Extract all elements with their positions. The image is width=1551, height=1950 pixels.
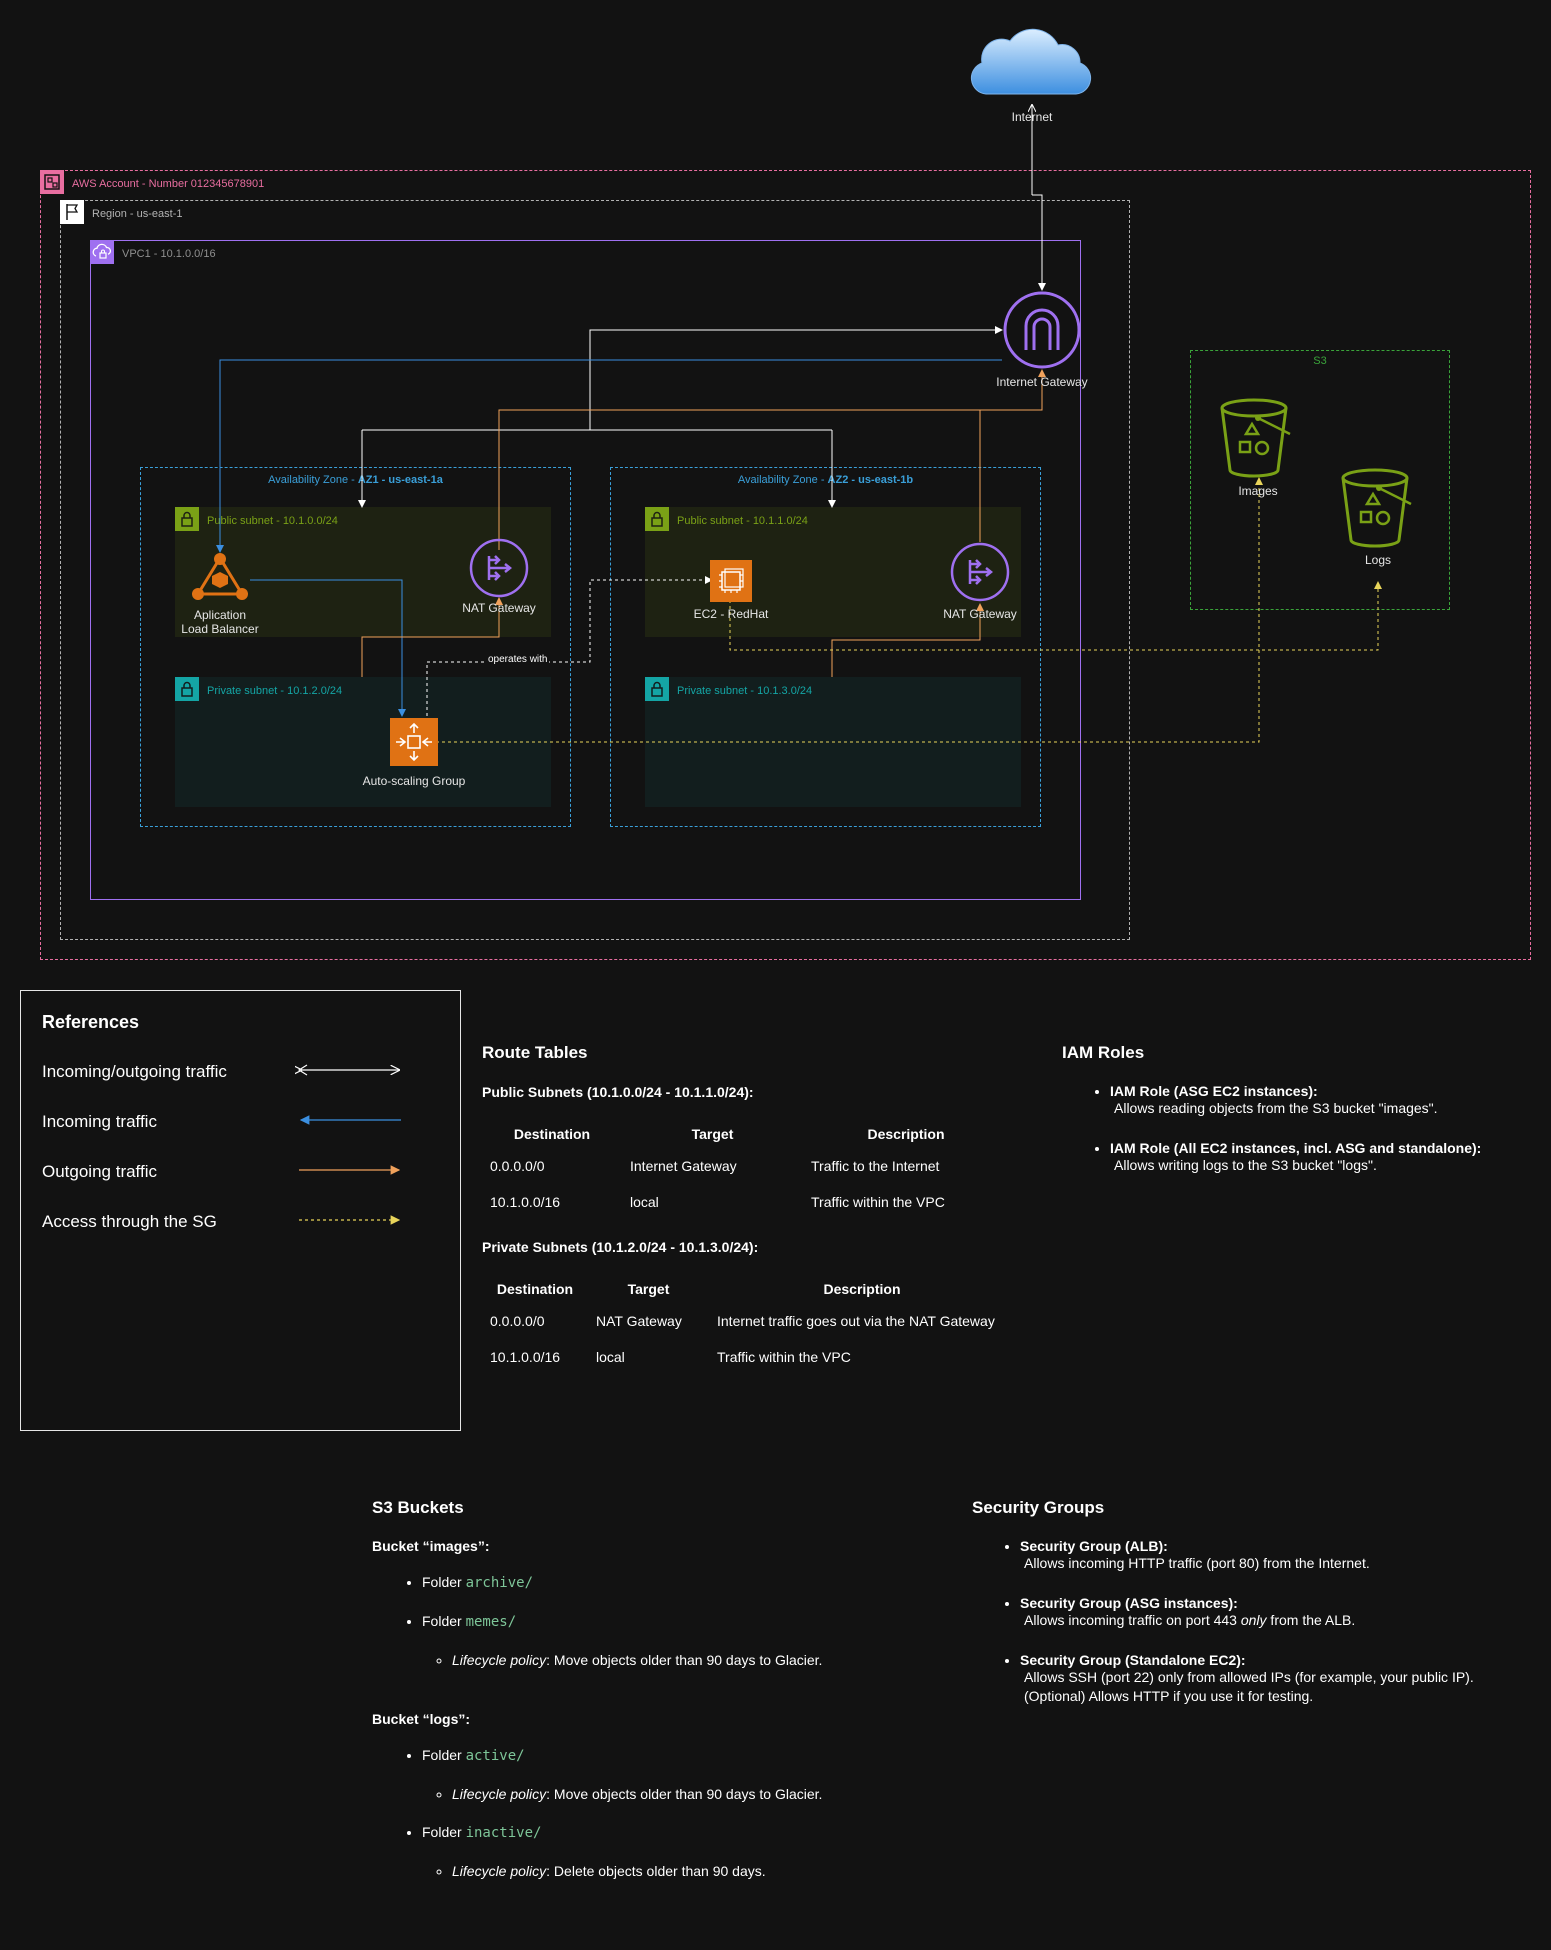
bucket-images-title: Bucket “images”: bbox=[372, 1538, 490, 1554]
az1-label: Availability Zone - AZ1 - us-east-1a bbox=[268, 474, 443, 486]
ec2-instance-icon[interactable] bbox=[710, 560, 752, 602]
s3-group-label: S3 bbox=[1313, 355, 1327, 367]
aws-account-icon bbox=[40, 170, 64, 194]
column-header: Destination bbox=[496, 1281, 574, 1297]
column-header: Description bbox=[823, 1281, 901, 1297]
nat-gateway-2-label: NAT Gateway bbox=[943, 607, 1017, 621]
public-route-table: Destination Target Description 0.0.0.0/0… bbox=[482, 1126, 1009, 1230]
az2-label: Availability Zone - AZ2 - us-east-1b bbox=[737, 474, 914, 486]
legend-item-sg-access: Access through the SG bbox=[42, 1212, 217, 1231]
private-subnet-2-label: Private subnet - 10.1.3.0/24 bbox=[677, 685, 813, 697]
iam-roles-title: IAM Roles bbox=[1062, 1043, 1145, 1062]
security-groups-list: Security Group (ALB):Allows incoming HTT… bbox=[1000, 1538, 1551, 1728]
availability-zone-2 bbox=[610, 467, 1041, 827]
connectors bbox=[216, 0, 1382, 743]
load-balancer-icon[interactable] bbox=[190, 552, 250, 604]
vpc-label: VPC1 - 10.1.0.0/16 bbox=[122, 248, 216, 260]
public-subnet-1-label: Public subnet - 10.1.0.0/24 bbox=[207, 515, 338, 527]
lock-icon bbox=[645, 507, 669, 531]
bucket-logs-label: Logs bbox=[1364, 553, 1392, 567]
table-row: 0.0.0.0/0 NAT Gateway Internet traffic g… bbox=[490, 1313, 995, 1329]
private-subnet-1 bbox=[175, 677, 551, 807]
legend-item-outgoing: Outgoing traffic bbox=[42, 1162, 157, 1181]
list-item: Folder active/ Lifecycle policy: Move ob… bbox=[422, 1747, 982, 1802]
list-item: Folder inactive/ Lifecycle policy: Delet… bbox=[422, 1824, 982, 1879]
internet-label: Internet bbox=[1011, 110, 1053, 124]
auto-scaling-icon[interactable] bbox=[390, 718, 438, 766]
column-header: Target bbox=[627, 1281, 670, 1297]
column-header: Target bbox=[691, 1126, 734, 1142]
incoming-link bbox=[216, 359, 1002, 553]
list-item: Security Group (Standalone EC2):Allows S… bbox=[1020, 1652, 1551, 1706]
internet-gateway-icon[interactable] bbox=[1002, 290, 1082, 370]
public-subnet-2-label: Public subnet - 10.1.1.0/24 bbox=[677, 515, 808, 527]
security-groups-title: Security Groups bbox=[972, 1498, 1105, 1517]
nat-gateway-icon[interactable] bbox=[469, 538, 529, 598]
operates-with-label: operates with bbox=[486, 654, 550, 665]
list-item: Security Group (ASG instances):Allows in… bbox=[1020, 1595, 1551, 1630]
bucket-logs-folders: Folder active/ Lifecycle policy: Move ob… bbox=[402, 1747, 982, 1879]
aws-account-label: AWS Account - Number 012345678901 bbox=[72, 178, 265, 190]
availability-zone-1 bbox=[140, 467, 571, 827]
list-item: Folder archive/ bbox=[422, 1574, 982, 1591]
s3-bucket-icon[interactable] bbox=[1218, 398, 1294, 480]
s3-group bbox=[1190, 350, 1450, 610]
ec2-label: EC2 - RedHat bbox=[693, 607, 769, 621]
column-header: Destination bbox=[513, 1126, 591, 1142]
list-item: Security Group (ALB):Allows incoming HTT… bbox=[1020, 1538, 1551, 1573]
iam-roles-list: IAM Role (ASG EC2 instances):Allows read… bbox=[1090, 1083, 1551, 1197]
column-header: Description bbox=[867, 1126, 945, 1142]
auto-scaling-label: Auto-scaling Group bbox=[362, 774, 466, 788]
internet-igw-link bbox=[1032, 194, 1046, 291]
outgoing-link bbox=[361, 597, 503, 677]
list-item: Lifecycle policy: Move objects older tha… bbox=[452, 1786, 982, 1802]
route-tables-title: Route Tables bbox=[482, 1043, 588, 1062]
legend-item-incoming-outgoing: Incoming/outgoing traffic bbox=[42, 1062, 227, 1081]
outgoing-link bbox=[831, 603, 984, 677]
sg-access-link bbox=[426, 576, 713, 716]
bucket-logs-title: Bucket “logs”: bbox=[372, 1711, 471, 1727]
list-item: Folder memes/ Lifecycle policy: Move obj… bbox=[422, 1613, 982, 1668]
table-row: 10.1.0.0/16 local Traffic within the VPC bbox=[490, 1194, 945, 1210]
igw-az-link bbox=[589, 326, 1003, 430]
region-group bbox=[60, 200, 1130, 940]
bucket-images-label: Images bbox=[1238, 484, 1278, 498]
incoming-link bbox=[250, 579, 406, 717]
lock-icon bbox=[175, 507, 199, 531]
legend-arrows bbox=[295, 1064, 401, 1225]
list-item: Lifecycle policy: Move objects older tha… bbox=[452, 1652, 982, 1668]
lock-icon bbox=[175, 677, 199, 701]
list-item: IAM Role (ASG EC2 instances):Allows read… bbox=[1110, 1083, 1551, 1118]
private-route-table-title: Private Subnets (10.1.2.0/24 - 10.1.3.0/… bbox=[482, 1239, 759, 1255]
table-row: 0.0.0.0/0 Internet Gateway Traffic to th… bbox=[490, 1158, 940, 1174]
s3-buckets-title: S3 Buckets bbox=[372, 1498, 464, 1517]
nat-gateway-1-label: NAT Gateway bbox=[462, 601, 536, 615]
private-route-table: Destination Target Description 0.0.0.0/0… bbox=[482, 1281, 1015, 1385]
lock-icon bbox=[645, 677, 669, 701]
region-label: Region - us-east-1 bbox=[92, 208, 183, 220]
flag-icon bbox=[60, 200, 84, 224]
vpc-group bbox=[90, 240, 1081, 900]
private-subnet-1-label: Private subnet - 10.1.2.0/24 bbox=[207, 685, 343, 697]
internet-cloud-icon bbox=[966, 18, 1096, 100]
legend-item-incoming: Incoming traffic bbox=[42, 1112, 157, 1131]
table-row: 10.1.0.0/16 local Traffic within the VPC bbox=[490, 1349, 851, 1365]
sg-access-link bbox=[436, 477, 1263, 743]
aws-account-group bbox=[40, 170, 1531, 960]
legend-title: References bbox=[42, 1012, 140, 1032]
sg-access-link bbox=[729, 581, 1382, 651]
vpc-icon bbox=[90, 240, 114, 264]
list-item: Lifecycle policy: Delete objects older t… bbox=[452, 1863, 982, 1879]
list-item: IAM Role (All EC2 instances, incl. ASG a… bbox=[1110, 1140, 1551, 1175]
public-route-table-title: Public Subnets (10.1.0.0/24 - 10.1.1.0/2… bbox=[482, 1084, 754, 1100]
outgoing-link bbox=[498, 369, 1046, 550]
nat-gateway-icon[interactable] bbox=[950, 542, 1010, 602]
internet-gateway-label: Internet Gateway bbox=[996, 375, 1088, 389]
bucket-images-folders: Folder archive/ Folder memes/ Lifecycle … bbox=[402, 1574, 982, 1668]
s3-bucket-icon[interactable] bbox=[1339, 468, 1415, 550]
public-subnet-2 bbox=[645, 507, 1021, 637]
references-legend bbox=[20, 990, 461, 1431]
